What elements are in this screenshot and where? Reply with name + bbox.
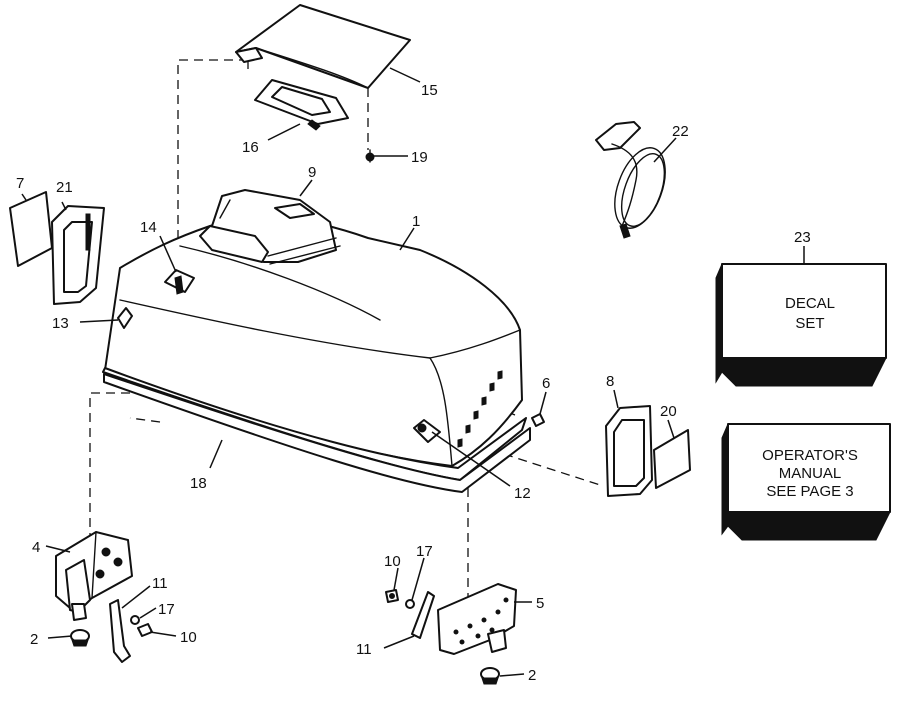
part-18-lower-seal [102, 367, 531, 493]
callout-18: 18 [190, 475, 207, 492]
callout-4: 4 [32, 539, 40, 556]
callout-13: 13 [52, 315, 69, 332]
leader-lines [21, 67, 805, 677]
callout-1: 1 [412, 213, 420, 230]
callout-2-left: 2 [30, 631, 38, 648]
manual-line3: SEE PAGE 3 [766, 483, 853, 500]
decal-set-box: DECAL SET [715, 263, 887, 387]
part-21-side-plate [51, 205, 105, 305]
callout-10-right: 10 [384, 553, 401, 570]
part-20-decal-panel [653, 429, 691, 489]
part-17-washer-right [405, 599, 415, 609]
decal-set-line2: SET [795, 315, 824, 332]
callout-19: 19 [411, 149, 428, 166]
part-11-strap-left [109, 599, 131, 663]
callout-15: 15 [421, 82, 438, 99]
part-2-grommet-left [70, 629, 90, 647]
callout-14: 14 [140, 219, 157, 236]
callout-23: 23 [794, 229, 811, 246]
callout-22: 22 [672, 123, 689, 140]
part-8-side-plate [605, 405, 653, 497]
callout-17-right: 17 [416, 543, 433, 560]
part-17-washer-left [130, 615, 140, 625]
callout-20: 20 [660, 403, 677, 420]
manual-line2: MANUAL [779, 465, 842, 482]
manual-line1: OPERATOR'S [762, 447, 858, 464]
louvre-slots [457, 370, 503, 448]
part-16-cover-plate [254, 79, 349, 131]
callout-21: 21 [56, 179, 73, 196]
callout-17-left: 17 [158, 601, 175, 618]
callout-labels: 15 16 19 9 1 14 21 7 13 6 8 20 22 23 12 … [16, 82, 811, 684]
part-4-left-bracket [55, 531, 133, 621]
part-19-screw [365, 149, 375, 163]
callout-7: 7 [16, 175, 24, 192]
part-7-decal-panel [9, 191, 53, 267]
callout-10-left: 10 [180, 629, 197, 646]
part-5-right-bracket [437, 583, 517, 655]
part-15-top-cover [235, 4, 411, 89]
part-2-grommet-right [480, 667, 500, 685]
callout-8: 8 [606, 373, 614, 390]
part-10-screw-right [385, 589, 399, 603]
part-22-starter-handle [595, 121, 666, 239]
callout-16: 16 [242, 139, 259, 156]
callout-11-left: 11 [152, 575, 168, 592]
part-10-screw-left [137, 623, 153, 637]
part-1-engine-cover [104, 189, 523, 467]
callout-11-right: 11 [356, 641, 372, 658]
decal-set-line1: DECAL [785, 295, 835, 312]
callout-6: 6 [542, 375, 550, 392]
callout-9: 9 [308, 164, 316, 181]
callout-5: 5 [536, 595, 544, 612]
part-11-strap-right [411, 591, 435, 639]
part-6-screw [531, 413, 545, 427]
operators-manual-box: OPERATOR'S MANUAL SEE PAGE 3 [721, 423, 891, 541]
callout-12: 12 [514, 485, 531, 502]
callout-2-right: 2 [528, 667, 536, 684]
